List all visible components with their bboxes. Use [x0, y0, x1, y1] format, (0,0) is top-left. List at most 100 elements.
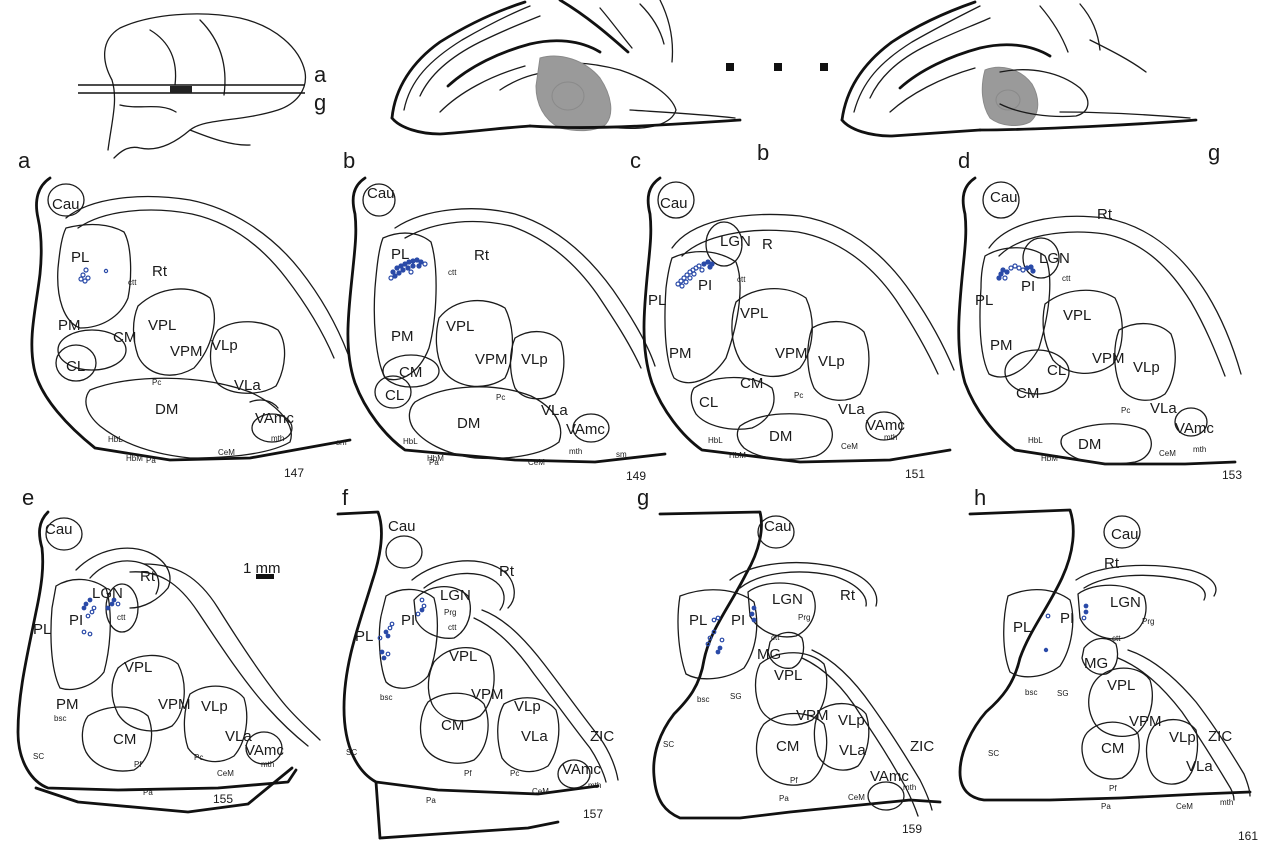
panel-d-labels: d Cau Rt LGN ctt PL PI VPL PM VPM VLp CL… — [958, 148, 1242, 482]
label-pc: Pc — [510, 769, 519, 778]
label-vamc: VAmc — [245, 742, 284, 759]
label-cem: CeM — [841, 442, 858, 451]
label-pa: Pa — [146, 456, 156, 465]
panel-letter-a: a — [18, 148, 31, 173]
plane-label-g: g — [314, 90, 326, 115]
label-zic: ZIC — [910, 738, 934, 755]
brain-lateral-view: a g — [78, 14, 327, 158]
label-cl: CL — [1047, 362, 1066, 379]
label-sc: SC — [33, 752, 44, 761]
label-zic: ZIC — [590, 728, 614, 745]
label-cem: CeM — [528, 458, 545, 467]
label-pf: Pf — [1109, 784, 1117, 793]
label-vlp: VLp — [521, 351, 548, 368]
label-hbm: HbM — [1041, 454, 1058, 463]
label-mth: mth — [261, 760, 274, 769]
label-vpl: VPL — [740, 305, 768, 322]
label-vla: VLa — [1186, 758, 1213, 775]
panel-letter-c: c — [630, 148, 641, 173]
section-number-161: 161 — [1238, 829, 1258, 843]
label-rt: Rt — [140, 568, 156, 585]
label-zic: ZIC — [1208, 728, 1232, 745]
label-prg: Prg — [444, 608, 456, 617]
label-pc: Pc — [194, 753, 203, 762]
label-pl: PL — [689, 612, 707, 629]
label-sc: SC — [988, 749, 999, 758]
label-pc: Pc — [1121, 406, 1130, 415]
label-lgn: LGN — [1039, 250, 1070, 267]
panel-c-labels: c Cau LGN R PL PI ctt VPL PM VPM VLp CM … — [630, 148, 925, 481]
label-hbl: HbL — [403, 437, 418, 446]
label-sm: sm — [336, 438, 347, 447]
label-cau: Cau — [990, 189, 1018, 206]
label-cem: CeM — [848, 793, 865, 802]
label-vpl: VPL — [1063, 307, 1091, 324]
label-cm: CM — [740, 375, 763, 392]
ellipsis — [726, 63, 828, 71]
label-vla: VLa — [1150, 400, 1177, 417]
label-sg: SG — [1057, 689, 1069, 698]
sagittal-label-g: g — [1208, 140, 1220, 165]
label-vpl: VPL — [1107, 677, 1135, 694]
label-cm: CM — [441, 717, 464, 734]
label-cem: CeM — [1176, 802, 1193, 811]
label-vamc: VAmc — [1175, 420, 1214, 437]
label-ctt: ctt — [448, 623, 457, 632]
panel-a-dots — [79, 268, 108, 283]
label-vamc: VAmc — [562, 761, 601, 778]
label-vlp: VLp — [201, 698, 228, 715]
label-pa: Pa — [779, 794, 789, 803]
label-pi: PI — [401, 612, 415, 629]
label-vpl: VPL — [124, 659, 152, 676]
label-mth: mth — [588, 781, 601, 790]
label-pi: PI — [731, 612, 745, 629]
label-vpm: VPM — [1129, 713, 1162, 730]
label-vpm: VPM — [471, 686, 504, 703]
label-lgn: LGN — [720, 233, 751, 250]
label-pl: PL — [1013, 619, 1031, 636]
panel-letter-g: g — [637, 485, 649, 510]
label-pf: Pf — [134, 760, 142, 769]
label-lgn: LGN — [1110, 594, 1141, 611]
label-ctt: ctt — [1062, 274, 1071, 283]
label-ctt: ctt — [448, 268, 457, 277]
label-pm: PM — [56, 696, 79, 713]
label-rt: Rt — [474, 247, 490, 264]
label-vamc: VAmc — [866, 417, 905, 434]
section-number-147: 147 — [284, 466, 304, 480]
label-cau: Cau — [52, 196, 80, 213]
panel-letter-d: d — [958, 148, 970, 173]
panel-e-dots — [82, 598, 120, 636]
label-hbl: HbL — [108, 435, 123, 444]
section-number-159: 159 — [902, 822, 922, 836]
label-pl: PL — [71, 249, 89, 266]
label-ctt: ctt — [1112, 634, 1121, 643]
label-ctt: ctt — [117, 613, 126, 622]
panel-e-labels: e Cau Rt LGN PL PI ctt VPL PM VPM VLp CM… — [22, 485, 284, 806]
label-lgn: LGN — [440, 587, 471, 604]
label-mg: MG — [1084, 655, 1108, 672]
scale-bar-label: 1 mm — [243, 560, 281, 577]
panel-letter-b: b — [343, 148, 355, 173]
label-vlp: VLp — [211, 337, 238, 354]
label-vla: VLa — [839, 742, 866, 759]
label-cl: CL — [66, 358, 85, 375]
panel-letter-e: e — [22, 485, 34, 510]
label-pl: PL — [391, 246, 409, 263]
label-pa: Pa — [1101, 802, 1111, 811]
label-pi: PI — [69, 612, 83, 629]
label-dm: DM — [155, 401, 178, 418]
label-vpl: VPL — [446, 318, 474, 335]
label-pl: PL — [33, 621, 51, 638]
label-dm: DM — [769, 428, 792, 445]
label-vpm: VPM — [170, 343, 203, 360]
label-cm: CM — [776, 738, 799, 755]
label-cm: CM — [1101, 740, 1124, 757]
label-cem: CeM — [1159, 449, 1176, 458]
label-hbl: HbL — [708, 436, 723, 445]
label-bsc: bsc — [380, 693, 392, 702]
label-vla: VLa — [838, 401, 865, 418]
label-rt: Rt — [1104, 555, 1120, 572]
label-r: R — [762, 236, 773, 253]
